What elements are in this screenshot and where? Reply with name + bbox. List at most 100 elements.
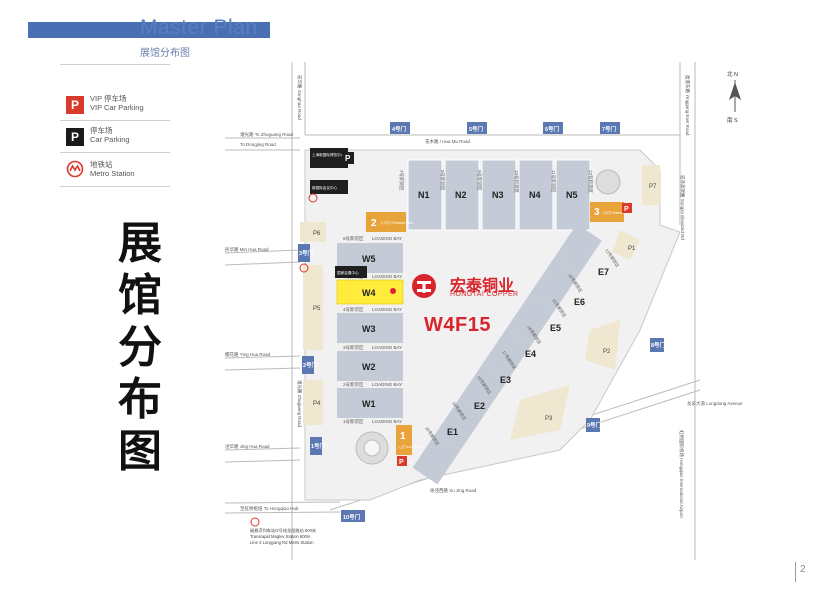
hall-label-n4: N4 [529, 190, 541, 200]
notice-text: 国家会展中心 [337, 270, 359, 275]
loading-label: 8号卸货区 [439, 170, 446, 191]
loading-label: 7号卸货区 [398, 170, 405, 191]
legend-separator [60, 186, 170, 187]
gate-5 [467, 122, 487, 134]
gate-6 [543, 122, 563, 134]
gate-2-label: 2号门 [303, 361, 318, 369]
entrance-hall-3-number: 3 [594, 207, 600, 218]
hall-e5 [506, 293, 555, 346]
gate-7-label: 7号门 [602, 125, 617, 133]
header-title-part2: Plan [213, 16, 258, 39]
legend-metro-en: Metro Station [90, 169, 135, 178]
loading-label: 2号卸货区 [343, 381, 364, 388]
compass-north: 北 N [727, 70, 738, 78]
booth-marker-icon [390, 288, 396, 294]
loading-label: 6号卸货区 [343, 235, 364, 242]
gate-9 [586, 418, 600, 432]
plaza-circle [595, 169, 621, 195]
vertical-title-char: 馆 [118, 270, 162, 321]
vertical-title-char: 展 [118, 218, 162, 269]
parking-area-p6 [300, 222, 326, 242]
road-label: 徐泾西路 Xu Jing Road [430, 487, 477, 494]
loading-bay-en: LOADING BAY [372, 274, 402, 279]
entrance-hall-2 [366, 212, 406, 232]
hall-n3 [481, 159, 517, 231]
east-hall-labels: E7 E6 E5 E4 E3 E2 E1 [447, 267, 609, 437]
vip-parking-marker [622, 203, 632, 213]
legend-separator [60, 120, 170, 121]
venue-map: P6 P5 P4 P3 P2 P1 P7 N1 N2 N3 N4 N5 7号卸货… [224, 62, 743, 560]
company-block: 宏泰铜业 HONGTAI COPPER W4F15 [410, 272, 540, 342]
parking-area-p7 [642, 165, 660, 205]
hall-n4 [518, 159, 554, 231]
legend-item-vip-parking: P VIP 停车场 VIP Car Parking [60, 94, 180, 124]
legend-separator [60, 152, 170, 153]
vip-parking-marker-text: P [624, 206, 629, 213]
north-halls: N1 N2 N3 N4 N5 [407, 159, 591, 231]
notice-text: 新国际会议中心 [312, 185, 338, 190]
metro-note: 磁悬浮列车站/2号线龙阳路站 600米 Transrapid Maglev St… [250, 527, 317, 545]
hall-label-e2: E2 [474, 401, 485, 411]
notice-box [335, 266, 367, 278]
hall-label-e5: E5 [550, 323, 561, 333]
loading-bay-en: LOADING BAY [372, 236, 402, 241]
gate-2 [302, 356, 314, 374]
entrance-hall-2-number: 2 [371, 218, 377, 229]
gate-markers: 4号门 5号门 6号门 7号门 3号门 2号门 1号门 8号门 9号门 10号门 [298, 122, 666, 522]
gate-1-label: 1号门 [311, 442, 326, 450]
hall-label-n5: N5 [566, 190, 578, 200]
hall-n2 [444, 159, 480, 231]
header-title-part1: Master [140, 16, 208, 39]
company-logo-icon [412, 274, 436, 298]
parking-icon: P [66, 128, 84, 146]
entrance-hall-1-number: 1 [400, 431, 406, 442]
road-label: 崧泽高架路 Songze Elevated Rd [679, 175, 686, 240]
hall-w3 [337, 313, 403, 343]
gate-10 [341, 510, 365, 522]
hall-label-e4: E4 [525, 349, 536, 359]
header-bar [28, 22, 270, 38]
metro-icon [66, 160, 84, 178]
hall-label-n2: N2 [455, 190, 467, 200]
loading-bay-en: LOADING BAY [372, 345, 402, 350]
hall-label-w4: W4 [362, 288, 376, 298]
gate-1 [310, 437, 322, 455]
hall-w2 [337, 351, 403, 381]
east-halls [412, 223, 602, 485]
parking-label-p4: P4 [313, 401, 321, 407]
hall-label-w1: W1 [362, 399, 376, 409]
parking-label-p3: P3 [545, 416, 553, 422]
hall-e2 [436, 397, 485, 450]
gate-3 [298, 244, 310, 262]
gate-3-label: 3号门 [299, 249, 314, 257]
road-label: 龙东大道 Longdong Avenue [687, 400, 743, 407]
road-label: To Dongjing Road [240, 142, 276, 147]
gate-9-label: 9号门 [587, 421, 602, 429]
hall-label-w5: W5 [362, 254, 376, 264]
hall-label-w3: W3 [362, 324, 376, 334]
company-name-cn: 宏泰铜业 [450, 276, 515, 295]
road-label: 民华路 Min Hua Road [225, 246, 269, 253]
gate-4-label: 4号门 [392, 125, 407, 133]
road-label: 诸光路 To Zhuguang Road [240, 131, 294, 138]
parking-area-p3 [510, 385, 570, 440]
loading-label: 12号卸货区 [587, 170, 594, 194]
loading-bay-en: LOADING BAY [372, 307, 402, 312]
loading-label: 4号卸货区 [343, 306, 364, 313]
loading-label: 10号卸货区 [513, 170, 520, 194]
hall-n5 [555, 159, 591, 231]
entrance-hall-3 [590, 202, 624, 222]
hall-label-e7: E7 [598, 267, 609, 277]
hall-label-w2: W2 [362, 362, 376, 372]
notice-text: 上海新国际博览中心 [312, 152, 345, 157]
hall-label-n3: N3 [492, 190, 504, 200]
vertical-title-char: 图 [118, 426, 162, 477]
loading-label: 11号卸货区 [550, 170, 557, 193]
entrance-hall-1 [396, 425, 412, 455]
vip-parking-icon: P [66, 96, 84, 114]
page-number-line [795, 562, 796, 582]
hall-e4 [483, 328, 532, 380]
hall-label-e1: E1 [447, 427, 458, 437]
loading-label: 9号卸货区 [476, 170, 483, 191]
parking-area-p4 [303, 380, 323, 425]
